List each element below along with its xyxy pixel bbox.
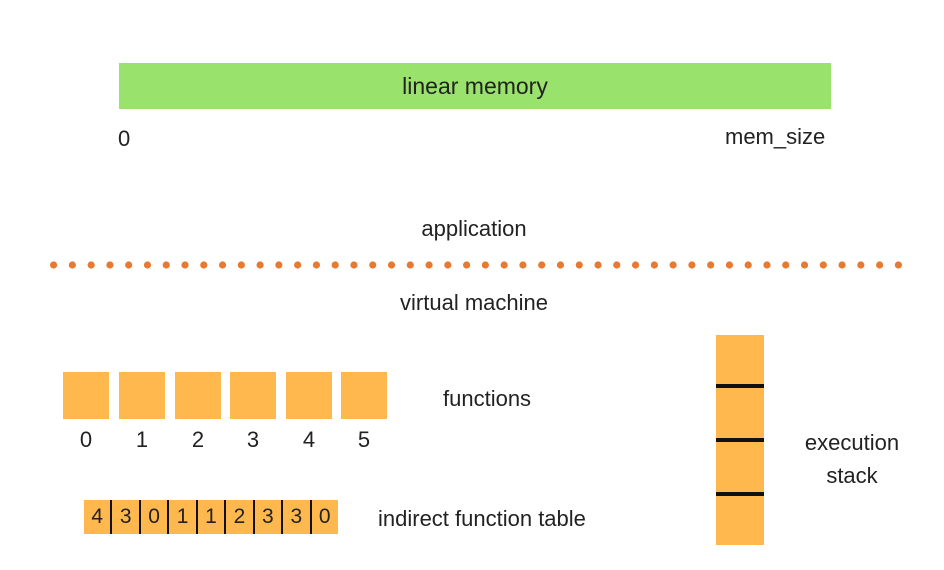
stack-frame-divider [716, 384, 764, 388]
application-label: application [421, 216, 527, 241]
divider-dot [181, 261, 189, 269]
stack-frame-divider [716, 438, 764, 442]
divider-dot [369, 261, 377, 269]
divider-dot [200, 261, 208, 269]
table-entry: 1 [167, 500, 195, 534]
divider-dot [819, 261, 827, 269]
divider-dot [763, 261, 771, 269]
divider-dot [519, 261, 527, 269]
divider-dot [125, 261, 133, 269]
table-entry: 0 [138, 500, 167, 534]
divider-dot [218, 261, 227, 269]
function-index-label: 3 [246, 427, 260, 452]
divider-dot [894, 261, 902, 269]
memory-end-label: mem_size [725, 124, 826, 149]
divider-dot [350, 261, 358, 269]
divider-dot [237, 261, 245, 269]
function-index-label: 4 [302, 427, 316, 452]
divider-dot [444, 261, 452, 269]
divider-dot [857, 261, 865, 269]
divider-dot [331, 261, 339, 269]
functions-label: functions [443, 386, 532, 411]
divider-dot [143, 261, 152, 269]
divider-dot [106, 261, 114, 269]
divider-dot [68, 261, 76, 269]
function-box [341, 372, 387, 419]
function-index-label: 1 [135, 427, 149, 452]
divider-dot [725, 261, 734, 269]
linear-memory-bar: linear memory [119, 63, 831, 109]
function-box [119, 372, 165, 419]
divider-dot [387, 261, 396, 269]
divider-dot [631, 261, 640, 269]
divider-dot [481, 261, 489, 269]
table-entry: 2 [224, 500, 252, 534]
function-index-label: 0 [79, 427, 93, 452]
memory-start-label: 0 [118, 126, 131, 151]
table-entry: 1 [195, 500, 224, 534]
divider-dot [406, 261, 414, 269]
divider-dot [294, 261, 302, 269]
divider-dot [669, 261, 677, 269]
table-entry: 3 [110, 500, 138, 534]
stack-frame-divider [716, 492, 764, 496]
divider-dot [312, 261, 321, 269]
table-entry: 0 [309, 500, 338, 534]
virtual-machine-label: virtual machine [400, 290, 548, 315]
divider-dot [800, 261, 809, 269]
divider-dot [575, 261, 583, 269]
divider-dot [256, 261, 264, 269]
function-box [175, 372, 221, 419]
divider-dot [87, 261, 95, 269]
table-entry: 4 [91, 505, 104, 528]
divider-dot [162, 261, 170, 269]
function-index-label: 5 [357, 427, 371, 452]
function-box [63, 372, 109, 419]
divider-dot [463, 261, 471, 269]
divider-dot [707, 261, 715, 269]
execution-stack-label: execution stack [804, 430, 900, 488]
divider-dot [838, 261, 846, 269]
divider-dot [744, 261, 752, 269]
function-index-label: 2 [191, 427, 205, 452]
divider-dot [613, 261, 621, 269]
linear-memory-label: linear memory [402, 72, 548, 99]
divider-dot [688, 261, 696, 269]
divider-dot [538, 261, 546, 269]
divider-dot [50, 261, 58, 269]
divider-dot [876, 261, 884, 269]
application-vm-divider [50, 261, 902, 269]
function-box [286, 372, 332, 419]
divider-dot [594, 261, 602, 269]
divider-dot [275, 261, 283, 269]
divider-dot [425, 261, 433, 269]
table-entry: 3 [252, 500, 281, 534]
table-entry: 3 [281, 500, 309, 534]
divider-dot [650, 261, 658, 269]
divider-dot [782, 261, 790, 269]
divider-dot [556, 261, 565, 269]
divider-dot [500, 261, 508, 269]
function-box [230, 372, 276, 419]
indirect-function-table-label: indirect function table [378, 506, 586, 531]
